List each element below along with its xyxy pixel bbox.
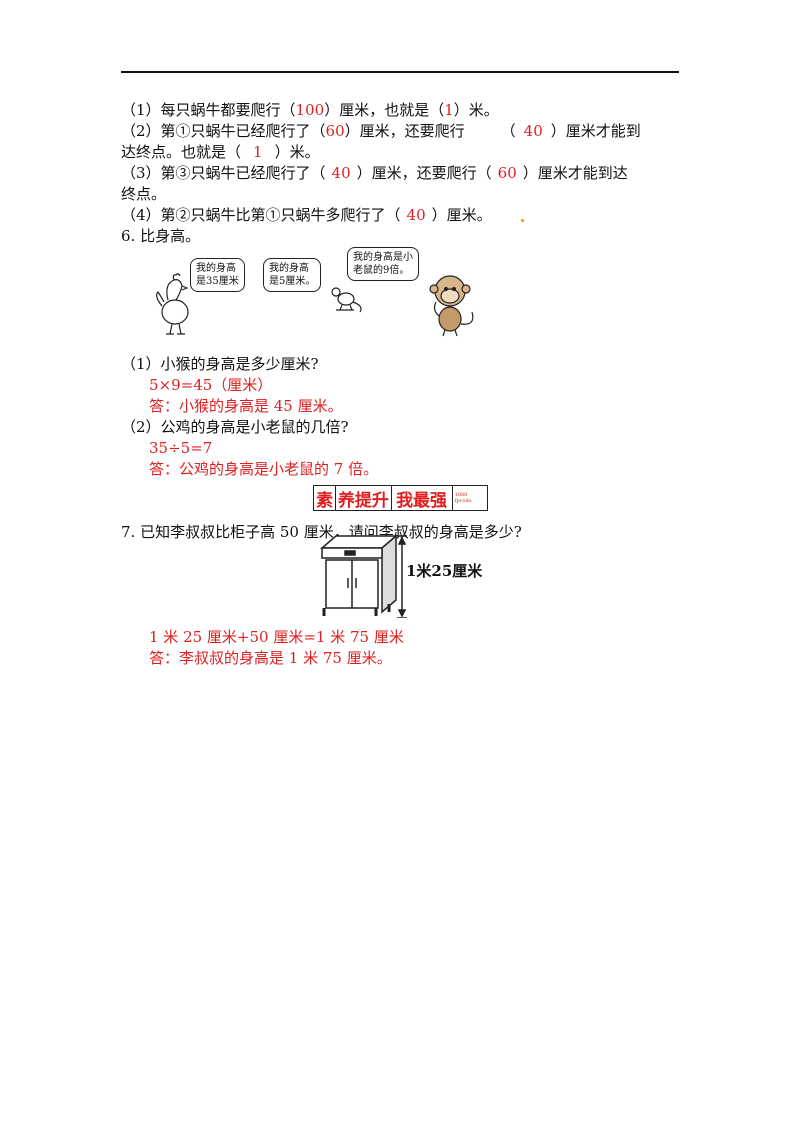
q6-part-1: （1）小猴的身高是多少厘米?	[121, 355, 319, 373]
height-comparison-figure: 我的身高是35厘米 我的身高是5厘米。 我的身高是小老鼠的9倍。	[150, 244, 490, 340]
mouse-icon	[331, 287, 362, 313]
q6-part-2: （2）公鸡的身高是小老鼠的几倍?	[121, 418, 349, 436]
q7-answer: 答：李叔叔的身高是 1 米 75 厘米。	[149, 649, 392, 667]
monkey-speech-bubble: 我的身高是小老鼠的9倍。	[347, 247, 419, 281]
q6-part-2-answer: 答：公鸡的身高是小老鼠的 7 倍。	[149, 460, 379, 478]
cabinet-icon	[319, 534, 399, 616]
rooster-speech-bubble: 我的身高是35厘米	[190, 258, 245, 292]
section-banner: 素 养提升 我最强 1088 fpcodo	[313, 485, 488, 511]
banner-char-1: 素	[314, 486, 337, 511]
q5-line-6: （4）第②只蜗牛比第①只蜗牛多爬行了（40）厘米。	[121, 206, 492, 224]
banner-text-2: 养提升	[336, 486, 392, 511]
q6-part-1-calc: 5×9=45（厘米）	[149, 376, 273, 394]
rooster-icon	[156, 273, 189, 335]
q6-part-2-calc: 35÷5=7	[149, 439, 213, 457]
cabinet-illustration	[319, 534, 407, 619]
banner-text-3: 我最强	[392, 486, 453, 511]
q5-line-4: （3）第③只蜗牛已经爬行了（40）厘米，还要爬行（60）厘米才能到达	[121, 164, 628, 182]
q7-calc: 1 米 25 厘米+50 厘米=1 米 75 厘米	[149, 628, 404, 646]
cabinet-height-label: 1米25厘米	[406, 562, 483, 580]
q5-line-3: 达终点。也就是（1）米。	[121, 143, 320, 161]
q5-line-1: （1）每只蜗牛都要爬行（100）厘米，也就是（1）米。	[121, 101, 499, 119]
q6-part-1-answer: 答：小猴的身高是 45 厘米。	[149, 397, 343, 415]
q5-line-5: 终点。	[121, 185, 167, 203]
animals-illustration	[156, 273, 474, 337]
q7-title: 7. 已知李叔叔比柜子高 50 厘米，请问李叔叔的身高是多少?	[121, 523, 522, 541]
cabinet-figure	[318, 532, 488, 619]
q5-line-2: （2）第①只蜗牛已经爬行了（60）厘米，还要爬行（40）厘米才能到	[121, 122, 641, 140]
header-rule	[121, 71, 679, 73]
q6-title: 6. 比身高。	[121, 227, 201, 245]
accent-dot	[521, 219, 524, 222]
monkey-icon	[429, 275, 474, 337]
banner-watermark: 1088 fpcodo	[454, 492, 472, 504]
mouse-speech-bubble: 我的身高是5厘米。	[263, 258, 322, 292]
